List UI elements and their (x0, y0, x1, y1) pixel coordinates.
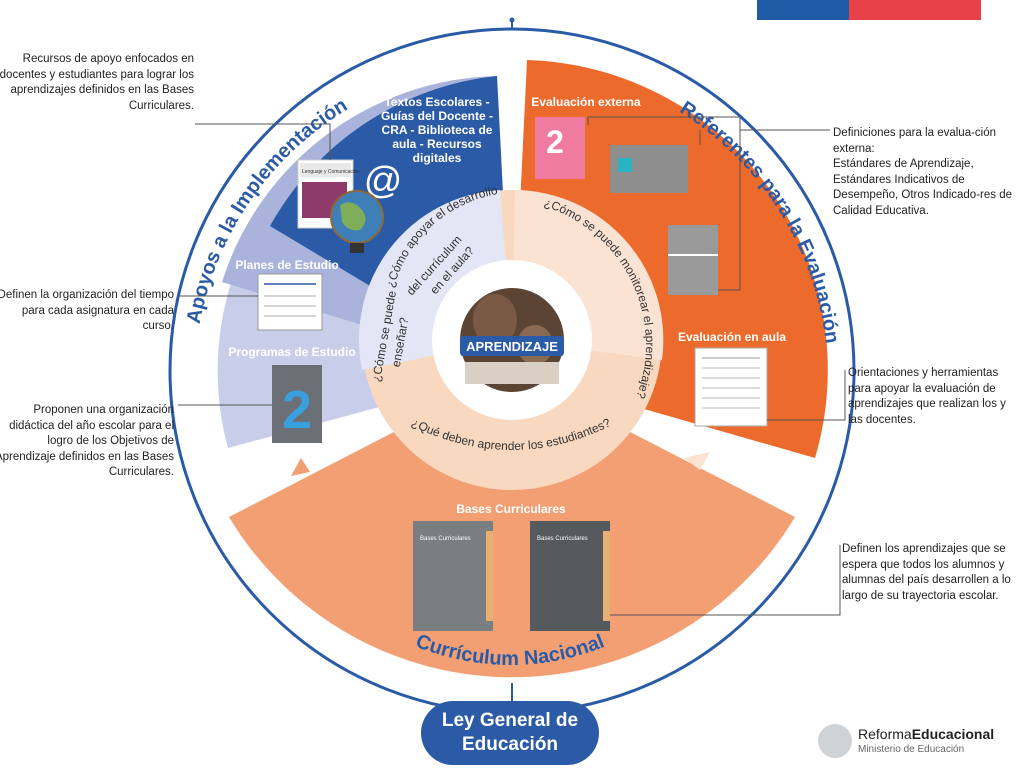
thumb-bases-2-title: Bases Curriculares (537, 536, 588, 542)
thumb-bases-1 (413, 521, 493, 631)
logo-reforma: Reforma (858, 726, 912, 742)
thumb-planes (257, 273, 323, 331)
planes-title: Planes de Estudio (235, 258, 338, 272)
thumb-ext-number: 2 (546, 124, 564, 160)
note-ext-intro: Definiciones para la evalua-ción externa… (833, 127, 997, 155)
ley-line2: Educación (461, 734, 559, 755)
thumb-bases-1-tabs (486, 531, 493, 621)
note-recursos: Recursos de apoyo enfocados en docentes … (0, 53, 194, 112)
globe-stand (350, 243, 364, 253)
leader-recursos (195, 123, 331, 160)
center-label: APRENDIZAJE (466, 339, 558, 354)
top-dot (509, 17, 515, 23)
bases-title: Bases Curriculares (456, 502, 566, 516)
textos-line5: digitales (413, 151, 462, 165)
note-evaluacion-aula: Orientaciones y herramientas para apoyar… (848, 367, 1006, 426)
textos-line4: aula - Recursos (392, 137, 482, 151)
center-label-bg (460, 336, 564, 356)
flag-red (849, 0, 981, 20)
thumb-ext-logo (618, 158, 632, 172)
arrow-left (291, 458, 310, 476)
leader-bases (610, 545, 841, 616)
thumb-programas (272, 365, 322, 443)
logo-title: ReformaEducacional (858, 726, 994, 742)
reforma-logo: ReformaEducacional Ministerio de Educaci… (818, 722, 1008, 762)
arrow-right (684, 452, 710, 470)
textos-line2: Guías del Docente - (381, 109, 493, 123)
logo-educacional: Educacional (911, 726, 995, 742)
textos-line1: Textos Escolares - (384, 95, 489, 109)
eval-aula-title: Evaluación en aula (678, 330, 786, 344)
thumb-programas-number: 2 (282, 380, 312, 440)
globe-land (340, 202, 366, 231)
leader-ext (587, 116, 741, 291)
leader-aula (767, 370, 846, 421)
flag-blue (757, 0, 849, 20)
programas-title: Programas de Estudio (228, 345, 355, 359)
note-programas: Proponen una organización didáctica del … (0, 404, 174, 478)
thumb-ext-2 (535, 117, 585, 179)
logo-ministerio: Ministerio de Educación (858, 744, 965, 755)
textos-line3: CRA - Biblioteca de (382, 123, 493, 137)
photo-figure-1 (473, 294, 517, 346)
ley-line1: Ley General de (441, 710, 579, 731)
ministry-seal-icon (818, 724, 852, 758)
ley-general-box: Ley General de Educación (421, 701, 599, 765)
thumb-lenguaje-header (300, 163, 351, 177)
thumb-aula-doc (694, 347, 768, 427)
thumb-bases-2-tabs (603, 531, 610, 621)
chile-flag-stripe (757, 0, 981, 20)
photo-book (465, 362, 559, 384)
note-evaluacion-externa: Definiciones para la evalua-ción externa… (833, 126, 1018, 219)
thumb-ext-indicadores (668, 225, 718, 295)
thumb-bases-1-title: Bases Curriculares (420, 536, 471, 542)
note-ext-list: Estándares de Aprendizaje, Estándares In… (833, 158, 1012, 217)
thumb-lenguaje-title: Lenguaje y Comunicación (302, 169, 360, 175)
eval-externa-title: Evaluación externa (531, 95, 641, 109)
thumb-bases-2 (530, 521, 610, 631)
sector-bases (229, 371, 795, 678)
note-bases: Definen los aprendizajes que se espera q… (842, 543, 1011, 602)
note-planes: Definen la organización del tiempo para … (0, 289, 174, 332)
